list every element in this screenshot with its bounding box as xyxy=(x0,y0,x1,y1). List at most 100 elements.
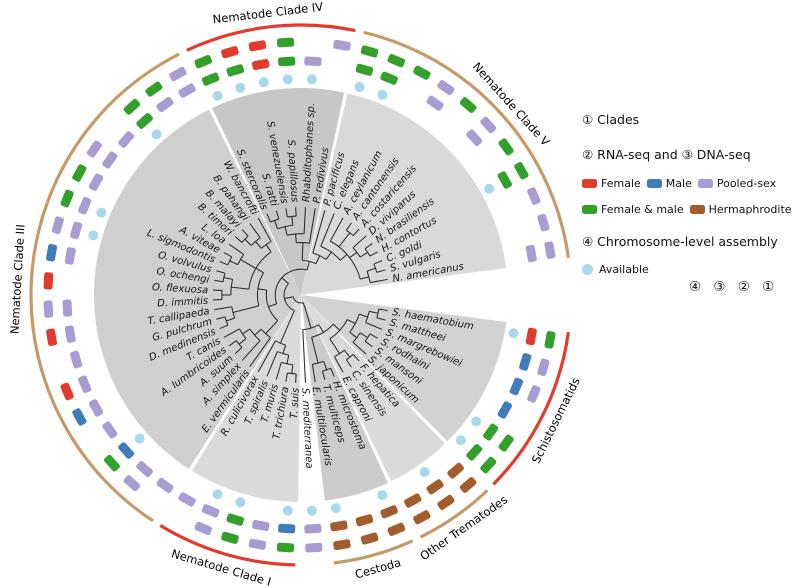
tree-arc xyxy=(283,283,295,312)
tree-arc xyxy=(334,349,345,358)
tree-branch xyxy=(232,305,259,313)
tree-branch xyxy=(228,340,237,347)
rna-seq-marker xyxy=(514,161,529,180)
tree-branch xyxy=(329,217,344,242)
dna-seq-marker xyxy=(118,442,135,459)
dna-seq-marker xyxy=(226,513,245,526)
available-dot-swatch xyxy=(582,264,593,275)
clade-arc-schistosomatids xyxy=(492,331,571,486)
clade-wedge-nematode-clade-iv xyxy=(212,88,345,295)
rna-seq-marker xyxy=(72,164,87,182)
dna-seq-marker xyxy=(426,479,444,495)
tree-branch xyxy=(219,324,229,330)
dna-seq-marker xyxy=(178,492,196,507)
tree-branch xyxy=(265,244,272,253)
tree-branch xyxy=(257,288,267,291)
tree-branch xyxy=(376,269,386,273)
rna-seq-marker xyxy=(46,244,58,262)
rna-seq-marker xyxy=(527,385,541,403)
tree-branch xyxy=(223,252,232,258)
rna-seq-marker xyxy=(480,456,497,474)
clade-wedge-nematode-clade-i xyxy=(191,295,301,502)
tree-branch xyxy=(334,356,344,373)
available-label: Available xyxy=(599,263,649,276)
dna-seq-marker xyxy=(466,444,483,461)
tree-branch xyxy=(303,207,306,234)
rna-seq-marker xyxy=(480,116,497,134)
tree-branch xyxy=(321,371,326,380)
dna-seq-marker xyxy=(278,56,296,67)
rna-seq-ring xyxy=(43,37,556,553)
tree-branch xyxy=(234,236,243,243)
tree-branch xyxy=(238,338,247,345)
tree-branch xyxy=(240,258,257,269)
tree-branch xyxy=(216,270,226,274)
rna-seq-marker xyxy=(537,213,550,232)
tree-branch xyxy=(312,210,326,254)
tree-branch xyxy=(257,340,276,373)
legend-clades-label: ① Clades xyxy=(582,112,640,127)
species-label: O. flexuosa xyxy=(152,282,209,296)
tree-arc xyxy=(330,240,361,280)
tree-branch xyxy=(213,289,223,292)
rna-seq-marker xyxy=(387,522,406,536)
tree-branch xyxy=(347,319,356,325)
rna-seq-marker xyxy=(537,358,550,377)
legend: ① Clades ② RNA-seq and ③ DNA-seq Female … xyxy=(582,112,798,276)
tree-branch xyxy=(315,255,321,264)
species-label: D. immitis xyxy=(157,296,209,310)
tree-arc xyxy=(373,263,378,273)
dna-seq-marker xyxy=(466,129,483,146)
tree-branch xyxy=(376,317,386,321)
clade-label-nematode-clade-v: Nematode Clade V xyxy=(470,60,553,149)
rna-seq-marker xyxy=(248,538,267,550)
clade-wedge-nematode-clade-iii xyxy=(94,109,301,469)
dna-seq-marker xyxy=(330,520,348,532)
tree-arc xyxy=(364,333,371,342)
tree-arc xyxy=(311,323,334,338)
tree-branch xyxy=(325,251,332,260)
tree-arc xyxy=(241,235,249,243)
tree-branch xyxy=(275,362,282,380)
dna-seq-marker xyxy=(447,462,464,479)
tree-branch xyxy=(329,338,341,354)
tree-layer xyxy=(213,207,388,383)
tree-branch xyxy=(281,277,289,285)
tree-branch xyxy=(359,251,368,258)
tree-arc xyxy=(256,272,265,306)
rna-seq-marker xyxy=(387,54,406,68)
tree-branch xyxy=(234,347,243,354)
tree-branch xyxy=(352,354,360,362)
tree-arc xyxy=(249,328,261,342)
dna-seq-marker xyxy=(380,71,398,85)
dna-seq-marker xyxy=(70,221,83,240)
assembly-available-dot xyxy=(419,467,430,478)
tree-branch xyxy=(352,228,360,236)
female-swatch xyxy=(582,179,597,188)
assembly-available-dot xyxy=(212,90,223,101)
rna-seq-marker xyxy=(123,98,141,115)
assembly-available-dot xyxy=(151,129,162,140)
clade-arc-nematode-clade-iii xyxy=(29,52,180,523)
clade-wedge-schistosomatids xyxy=(301,295,507,442)
tree-branch xyxy=(244,238,252,246)
assembly-available-dot xyxy=(282,74,293,85)
dna-seq-marker xyxy=(497,401,513,419)
female-male-label: Female & male xyxy=(601,203,684,216)
tree-branch xyxy=(255,267,264,274)
dna-seq-marker xyxy=(118,131,135,148)
rna-seq-marker xyxy=(305,542,323,553)
rna-seq-marker xyxy=(276,542,295,553)
tree-branch xyxy=(249,337,271,367)
rna-seq-marker xyxy=(248,40,267,52)
rna-seq-marker xyxy=(498,138,514,156)
tree-branch xyxy=(320,213,335,247)
dna-seq-marker xyxy=(62,299,73,317)
assembly-dots-ring xyxy=(88,74,519,516)
pooled-sex-label: Pooled-sex xyxy=(716,177,777,190)
rna-seq-marker xyxy=(43,272,54,290)
tree-branch xyxy=(223,276,233,280)
dna-seq-marker xyxy=(278,523,296,534)
rna-seq-marker xyxy=(413,510,431,525)
dna-seq-ring xyxy=(62,56,537,534)
